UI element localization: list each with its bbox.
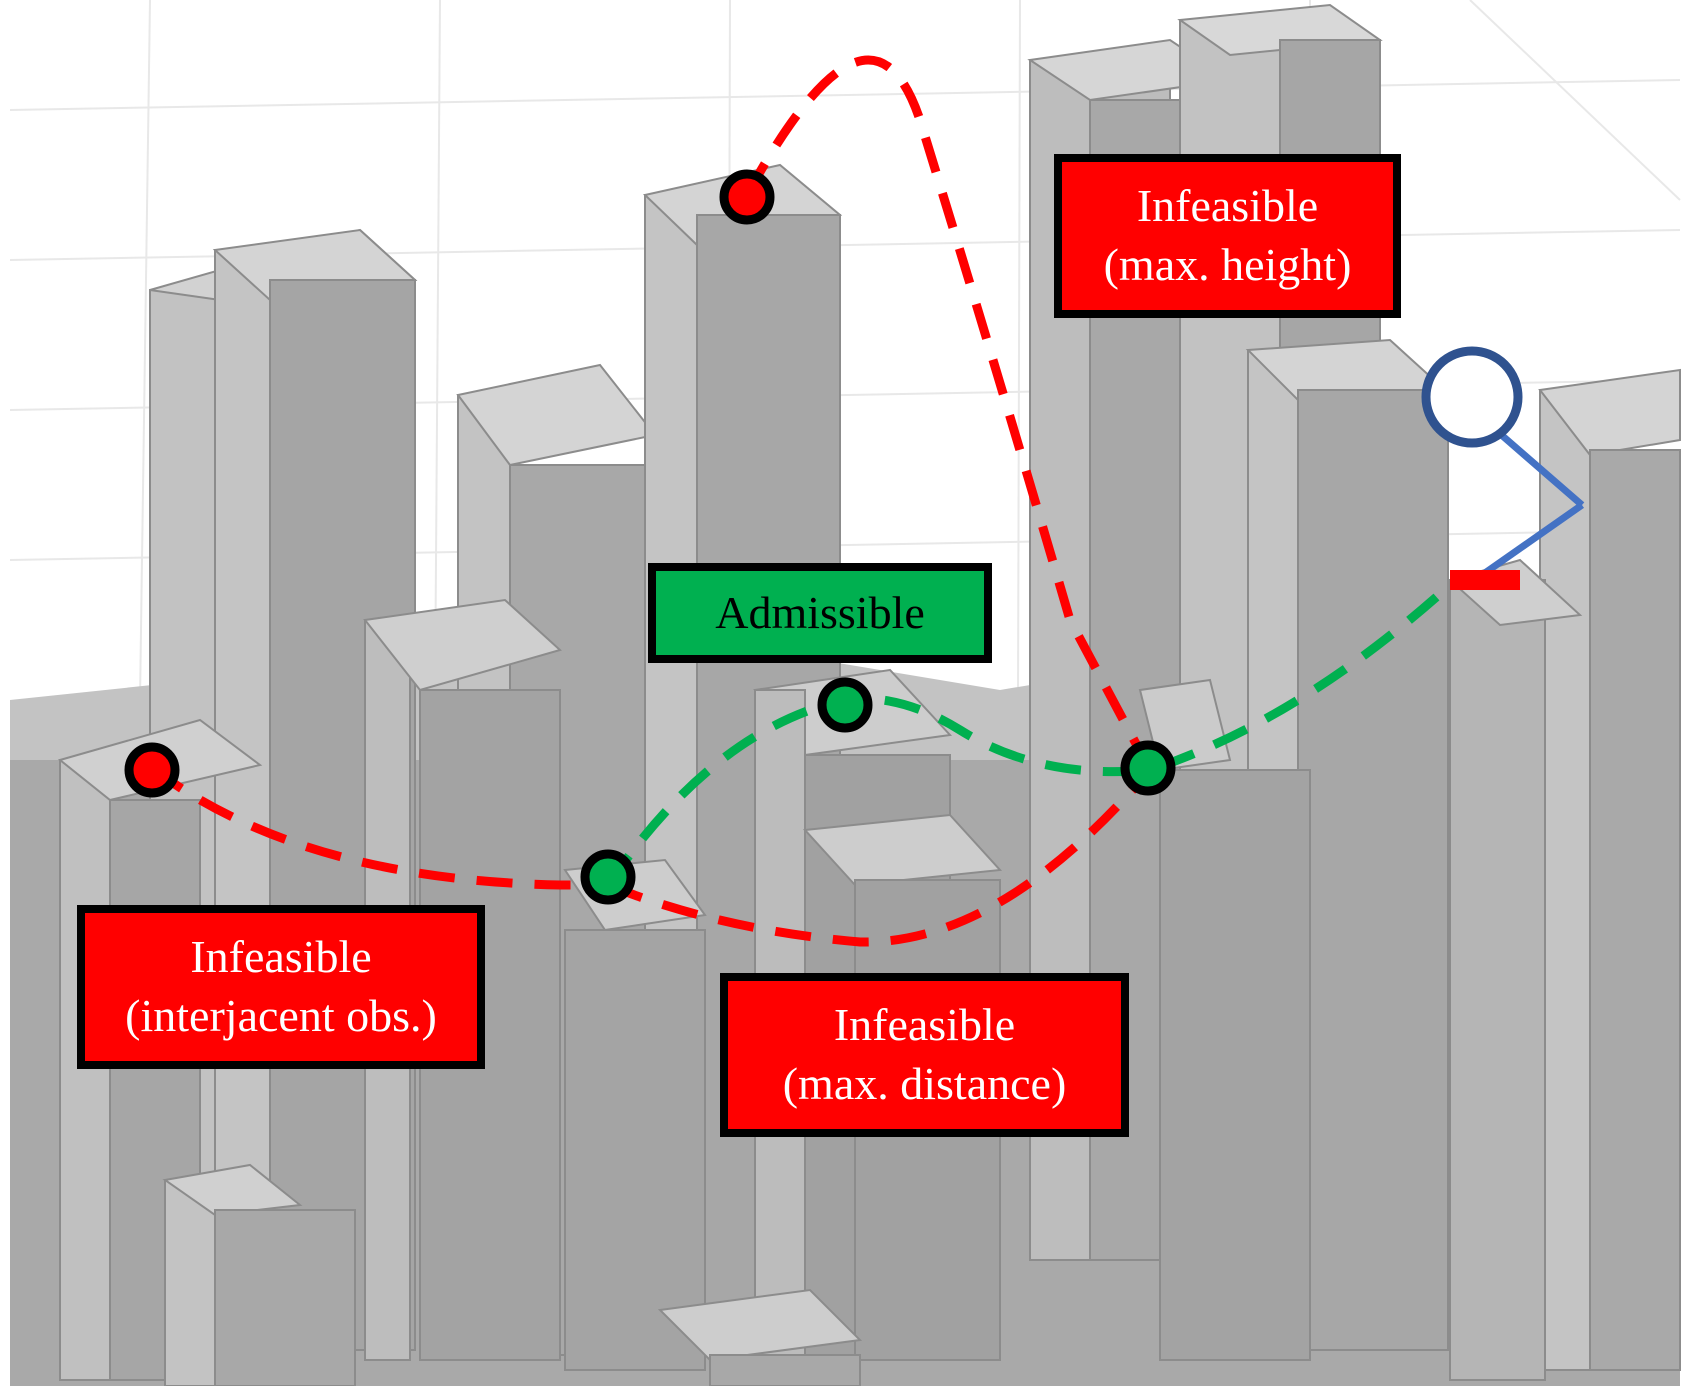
label-max-height-line2: (max. height) (1103, 239, 1352, 290)
infeasible-path-interjacent (149, 764, 608, 890)
building-bottom-center (657, 1288, 863, 1386)
waypoint-infeasible-top (719, 169, 775, 225)
label-max-height-line1: Infeasible (1136, 180, 1319, 232)
building-bottom-left (162, 1163, 356, 1386)
infeasible-paths (149, 55, 1154, 947)
label-infeasible-max-height: Infeasible (max. height) (1054, 154, 1401, 318)
label-interjacent-line1: Infeasible (190, 931, 372, 983)
label-infeasible-interjacent: Infeasible (interjacent obs.) (77, 905, 485, 1069)
agent-base-marker (1450, 570, 1520, 590)
buildings (57, 3, 1681, 1386)
infeasible-path-distance (606, 767, 1154, 947)
building-mid-block-5 (1138, 678, 1311, 1361)
hollow-circle-marker-icon (1421, 346, 1523, 448)
infeasible-path-height (743, 55, 1154, 773)
label-max-distance-line2: (max. distance) (782, 1058, 1067, 1109)
building-mid-block-1 (363, 598, 563, 1361)
label-interjacent-line2: (interjacent obs.) (125, 990, 437, 1041)
agent-marker (1421, 346, 1585, 590)
waypoint-admissible-start (580, 849, 636, 905)
building-right-lower (1447, 558, 1583, 1381)
building-far-right (1538, 368, 1681, 1371)
waypoint-admissible-end (1120, 740, 1176, 796)
label-max-distance-line1: Infeasible (833, 999, 1016, 1051)
waypoint-admissible-mid (817, 677, 873, 733)
building-mid-block-3 (563, 858, 707, 1371)
waypoint-infeasible-left (124, 742, 180, 798)
label-admissible-line1: Admissible (715, 586, 925, 638)
label-admissible: Admissible (648, 563, 992, 663)
admissible-path (604, 581, 1454, 888)
waypoints (124, 169, 1176, 905)
label-infeasible-max-distance: Infeasible (max. distance) (720, 973, 1129, 1137)
